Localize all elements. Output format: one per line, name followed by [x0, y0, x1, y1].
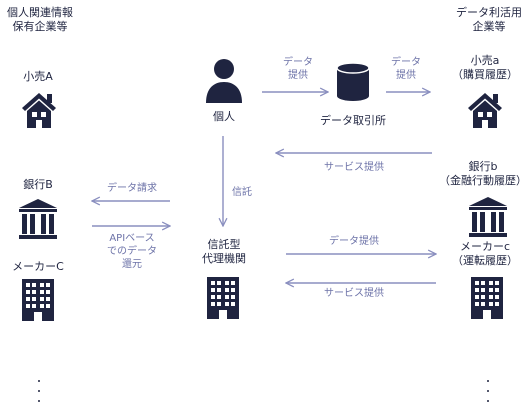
left-ellipsis — [37, 380, 41, 416]
building-icon — [471, 277, 503, 319]
bank-icon — [469, 197, 507, 237]
database-icon — [336, 62, 370, 101]
service-provide-bottom-label: サービス提供 — [324, 288, 384, 299]
maker-c-label: メーカーC — [12, 260, 64, 273]
retail-a-label: 小売A — [23, 70, 53, 83]
exchange-label: データ取引所 — [320, 114, 386, 127]
data-provide-label-2: データ 提供 — [391, 57, 421, 81]
data-provide-label: データ 提供 — [283, 57, 313, 81]
left-header: 個人関連情報 保有企業等 — [7, 6, 73, 33]
service-provide-top-label: サービス提供 — [324, 162, 384, 173]
retail-a-right-label: 小売a （購買履歴） — [452, 54, 518, 81]
person-icon — [206, 59, 242, 103]
right-ellipsis — [486, 380, 490, 416]
building-icon — [207, 277, 239, 319]
bank-b-label: 銀行B — [23, 178, 53, 191]
trust-bank-label: 信託型 代理機関 — [202, 238, 246, 265]
data-provide-bottom-label: データ提供 — [329, 236, 379, 247]
building-icon — [22, 279, 54, 321]
maker-c-right-label: メーカーc （運転履歴） — [452, 240, 518, 267]
right-header: データ利活用 企業等 — [456, 6, 522, 33]
data-request-label: データ請求 — [107, 183, 157, 194]
trust-label: 信託 — [232, 187, 252, 198]
house-icon — [468, 93, 502, 128]
bank-b-right-label: 銀行b （金融行動履歴） — [439, 160, 527, 187]
house-icon — [22, 93, 56, 128]
individual-label: 個人 — [213, 110, 235, 123]
api-return-label: APIベース でのデータ 還元 — [107, 233, 157, 270]
bank-icon — [19, 199, 57, 239]
